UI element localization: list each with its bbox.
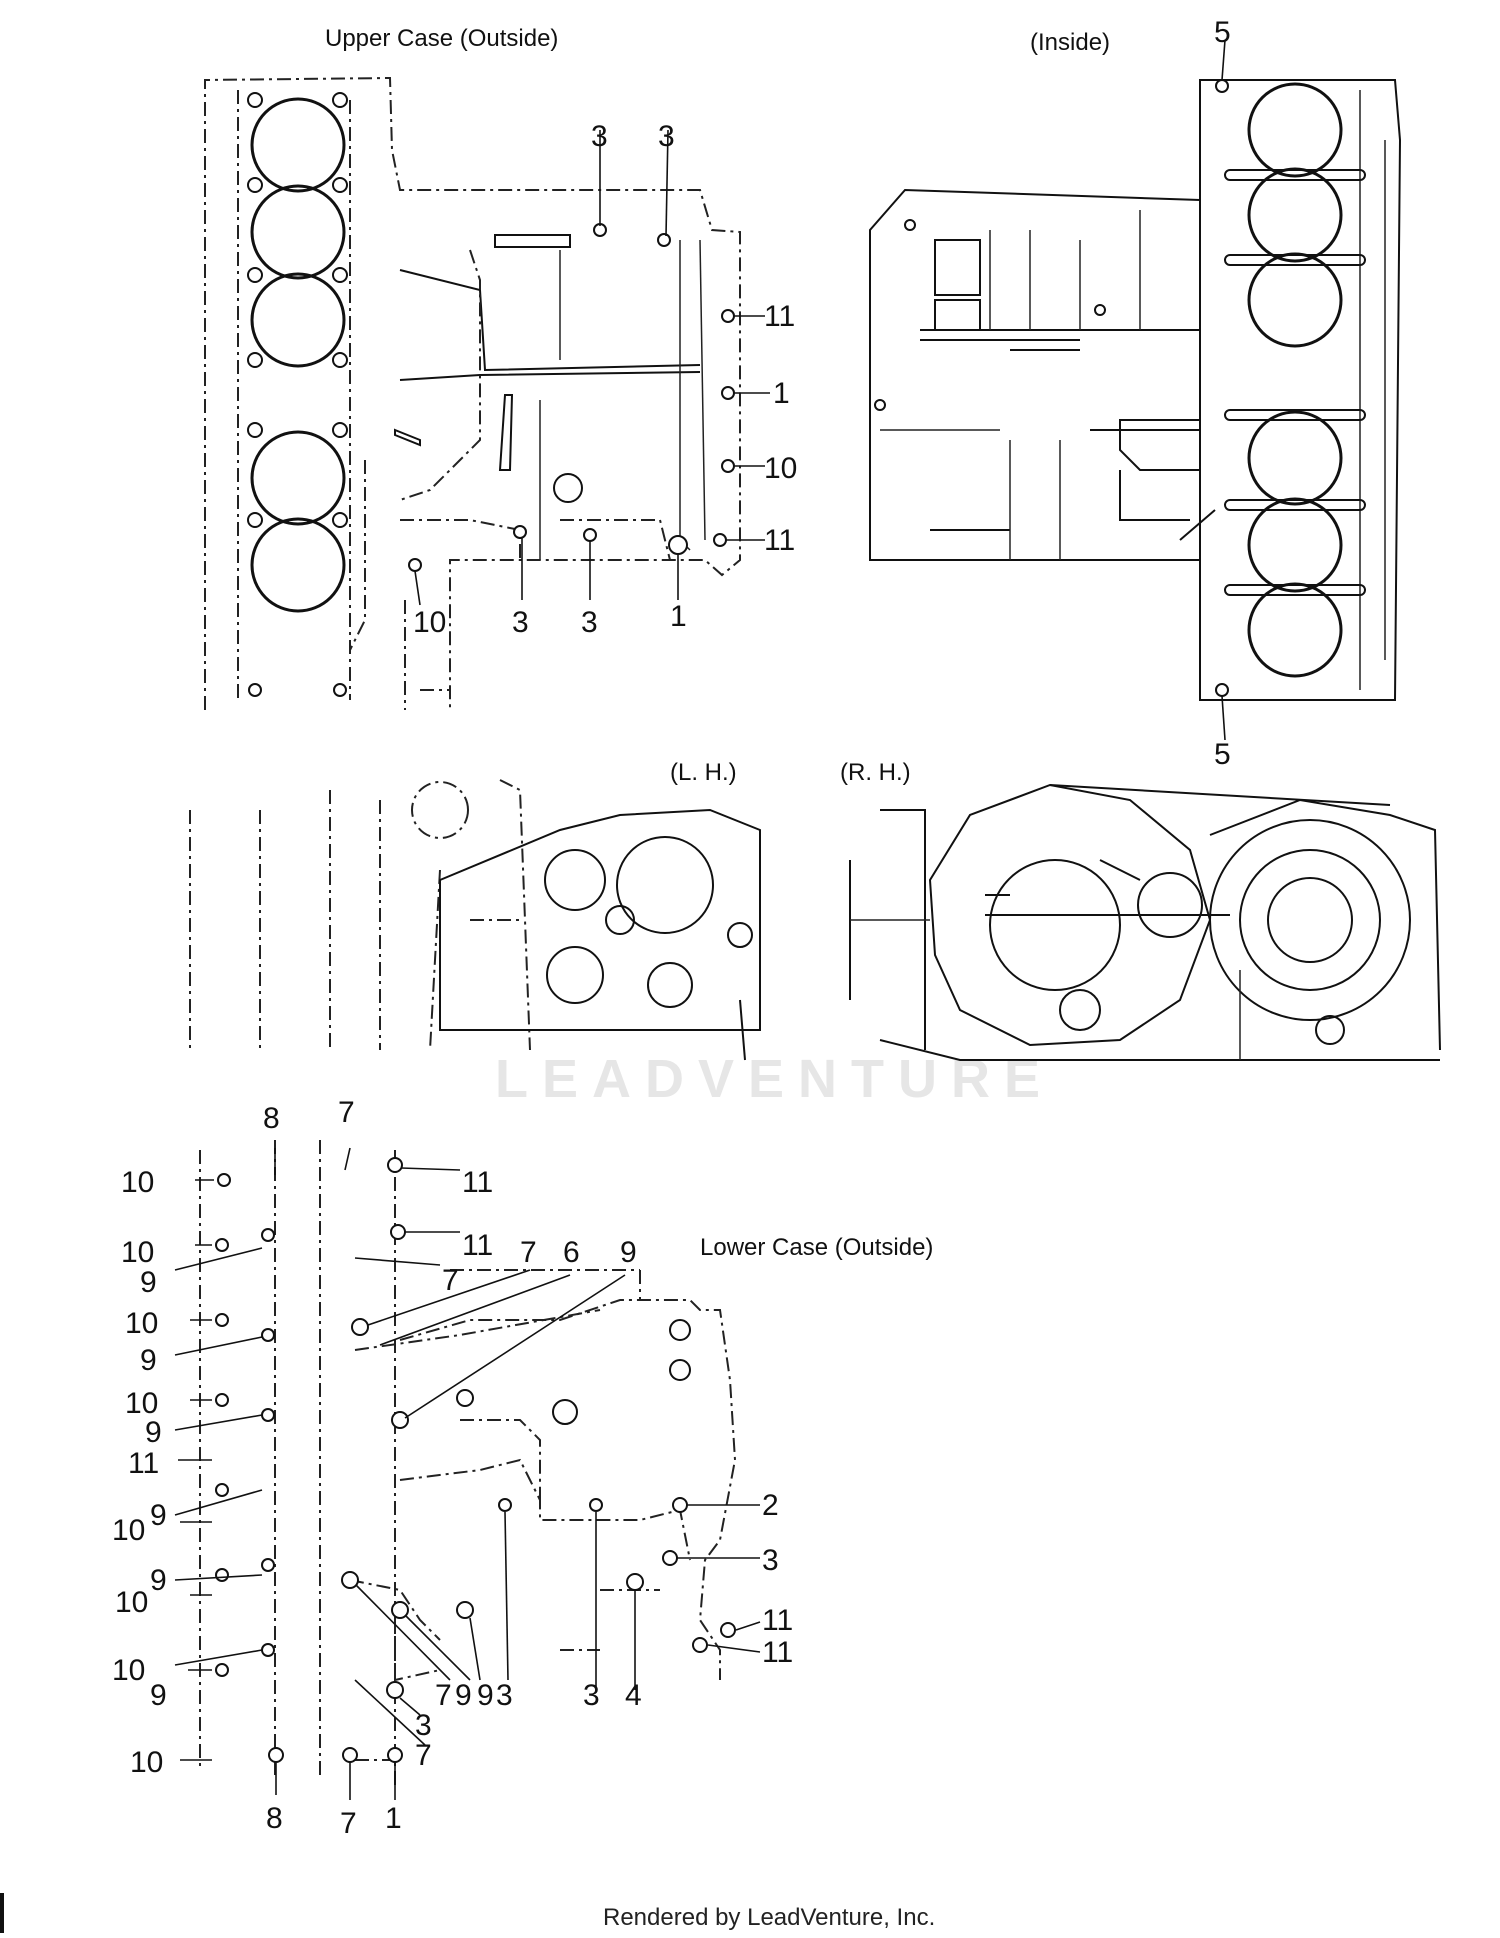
callout-label: 4 — [625, 1679, 642, 1712]
callout-label: 7 — [435, 1679, 452, 1712]
callout-label: 1 — [670, 600, 687, 633]
callout-label: 3 — [581, 606, 598, 639]
callout-label: 8 — [266, 1802, 283, 1835]
callout-label: 1 — [773, 377, 790, 410]
right-hand-view: (R. H.) — [840, 759, 1441, 1061]
edge-mark — [0, 1893, 4, 1933]
callout-label: 10 — [112, 1654, 145, 1687]
callout-label: 3 — [591, 120, 608, 153]
callout-label: 9 — [140, 1266, 157, 1299]
callout-label: 10 — [121, 1166, 154, 1199]
view-title-right-hand: (R. H.) — [840, 759, 911, 786]
callout-label: 10 — [112, 1514, 145, 1547]
callout-label: 11 — [462, 1166, 493, 1199]
callout-label: 7 — [442, 1264, 459, 1297]
callout-label: 11 — [762, 1636, 793, 1669]
callout-label: 7 — [340, 1807, 357, 1840]
callout-label: 7 — [520, 1236, 537, 1269]
upper-case-outside-view: Upper Case (Outside) — [204, 25, 797, 710]
callout-label: 9 — [620, 1236, 637, 1269]
view-title-lower-outside: Lower Case (Outside) — [700, 1234, 933, 1261]
callout-label: 1 — [385, 1802, 402, 1835]
callout-label: 9 — [145, 1416, 162, 1449]
callout-label: 11 — [764, 300, 795, 333]
callout-label: 10 — [413, 606, 446, 639]
callout-label: 10 — [125, 1307, 158, 1340]
callout-label: 5 — [1214, 738, 1231, 771]
callout-label: 10 — [121, 1236, 154, 1269]
lower-case-outside-view: Lower Case (Outside) — [112, 1096, 933, 1840]
callout-label: 6 — [563, 1236, 580, 1269]
callout-label: 10 — [130, 1746, 163, 1779]
watermark: LEADVENTURE — [495, 1049, 1054, 1109]
callout-label: 9 — [150, 1679, 167, 1712]
view-title-upper-outside: Upper Case (Outside) — [325, 25, 558, 52]
upper-case-inside-view: (Inside) — [869, 16, 1402, 771]
callout-label: 9 — [150, 1564, 167, 1597]
callout-label: 9 — [150, 1499, 167, 1532]
callout-label: 3 — [512, 606, 529, 639]
callout-label: 9 — [477, 1679, 494, 1712]
callout-label: 7 — [415, 1739, 432, 1772]
view-title-left-hand: (L. H.) — [670, 759, 737, 786]
callout-label: 3 — [762, 1544, 779, 1577]
callout-label: 8 — [263, 1102, 280, 1135]
left-hand-view: (L. H.) — [189, 759, 761, 1061]
callout-label: 10 — [764, 452, 797, 485]
callout-label: 3 — [658, 120, 675, 153]
callout-label: 3 — [583, 1679, 600, 1712]
callout-label: 9 — [455, 1679, 472, 1712]
callout-label: 5 — [1214, 16, 1231, 49]
callout-label: 2 — [762, 1489, 779, 1522]
footer-credit: Rendered by LeadVenture, Inc. — [603, 1904, 935, 1931]
view-title-upper-inside: (Inside) — [1030, 29, 1110, 56]
callout-label: 10 — [115, 1586, 148, 1619]
callout-label: 11 — [462, 1229, 493, 1262]
callout-label: 9 — [140, 1344, 157, 1377]
callout-label: 11 — [762, 1604, 793, 1637]
callout-label: 3 — [415, 1709, 432, 1742]
callout-label: 7 — [338, 1096, 355, 1129]
callout-label: 11 — [128, 1447, 159, 1480]
callout-label: 11 — [764, 524, 795, 557]
callout-label: 3 — [496, 1679, 513, 1712]
callout-label: 10 — [125, 1387, 158, 1420]
